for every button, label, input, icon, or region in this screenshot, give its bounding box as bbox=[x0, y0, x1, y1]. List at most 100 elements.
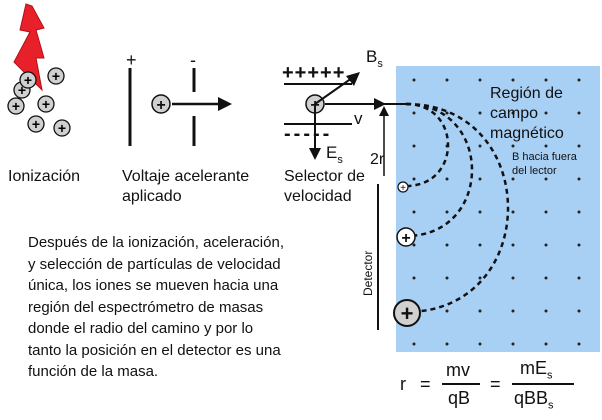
field-dot bbox=[478, 243, 482, 247]
field-dot bbox=[577, 111, 581, 115]
ion: + bbox=[27, 115, 45, 133]
description-line: Después de la ionización, aceleración, bbox=[28, 234, 284, 251]
ion: + bbox=[7, 97, 25, 115]
formula-den2: qBBs bbox=[514, 388, 554, 412]
field-dot bbox=[445, 342, 449, 346]
formula-num1: mv bbox=[446, 360, 470, 380]
field-dot bbox=[445, 243, 449, 247]
region-title-2: campo bbox=[490, 105, 538, 122]
field-dot bbox=[511, 276, 515, 280]
field-dot bbox=[445, 177, 449, 181]
radius-formula: r = mv qB = mEs qBBs bbox=[398, 358, 598, 418]
field-dot bbox=[544, 342, 548, 346]
bs-arrow bbox=[314, 77, 353, 105]
detector-label: Detector bbox=[361, 251, 375, 296]
acceleration-arrowhead bbox=[218, 97, 232, 111]
field-dot bbox=[577, 144, 581, 148]
lightning-bolt-icon bbox=[13, 3, 45, 92]
field-dot bbox=[445, 309, 449, 313]
description-line: tanto la posición en el detector es una bbox=[28, 341, 281, 359]
plus-sign: + bbox=[126, 50, 137, 70]
ion: + bbox=[19, 71, 37, 89]
field-dot bbox=[577, 210, 581, 214]
field-dot bbox=[412, 342, 416, 346]
trajectory-large bbox=[405, 102, 510, 314]
field-dot bbox=[445, 210, 449, 214]
description-line: función de la masa. bbox=[28, 363, 159, 380]
two-r-label: 2r bbox=[370, 151, 385, 168]
two-r-arrowhead bbox=[379, 106, 389, 116]
field-dot bbox=[478, 78, 482, 82]
svg-text:+: + bbox=[42, 96, 50, 112]
svg-text:+: + bbox=[310, 97, 319, 114]
field-dot bbox=[544, 276, 548, 280]
description-line: donde el radio del camino y por lo bbox=[28, 320, 254, 337]
field-dot bbox=[511, 177, 515, 181]
formula-bar-1 bbox=[442, 383, 480, 385]
region-title-1: Región de bbox=[490, 85, 563, 102]
b-note-2: del lector bbox=[512, 165, 557, 177]
svg-text:+: + bbox=[401, 230, 410, 247]
magnetic-field-region bbox=[396, 66, 600, 352]
formula-equals-2: = bbox=[490, 374, 501, 394]
svg-text:+: + bbox=[12, 98, 20, 114]
field-dot bbox=[511, 243, 515, 247]
field-dot bbox=[511, 78, 515, 82]
field-dot bbox=[412, 210, 416, 214]
formula-num2: mEs bbox=[520, 358, 553, 382]
field-dot bbox=[412, 243, 416, 247]
field-dot bbox=[511, 210, 515, 214]
field-dot bbox=[544, 78, 548, 82]
negative-plate-label: ----- bbox=[284, 123, 332, 145]
selector-label-2: velocidad bbox=[284, 188, 352, 205]
field-dot bbox=[478, 309, 482, 313]
field-dot bbox=[511, 342, 515, 346]
description-paragraph: Después de la ionización, aceleración, y… bbox=[28, 232, 348, 383]
trajectory-small bbox=[405, 102, 450, 188]
description-line: única, los iones se mueven hacia una bbox=[28, 277, 279, 294]
field-dot bbox=[511, 111, 515, 115]
field-dot bbox=[478, 111, 482, 115]
field-dot bbox=[445, 111, 449, 115]
formula-den1: qB bbox=[448, 388, 471, 408]
svg-text:+: + bbox=[400, 183, 406, 194]
field-dot bbox=[478, 342, 482, 346]
voltage-label-2: aplicado bbox=[122, 188, 182, 205]
field-dot bbox=[544, 309, 548, 313]
field-dot bbox=[511, 309, 515, 313]
description-line: y selección de partículas de velocidad bbox=[28, 255, 281, 273]
ion-medium: + bbox=[396, 227, 416, 247]
selector-label-1: Selector de bbox=[284, 168, 365, 185]
ion: + bbox=[47, 67, 65, 85]
formula-r: r bbox=[400, 374, 406, 394]
svg-text:+: + bbox=[32, 116, 40, 132]
svg-text:+: + bbox=[401, 301, 414, 326]
field-dot bbox=[478, 276, 482, 280]
field-dot bbox=[577, 342, 581, 346]
field-dot bbox=[445, 78, 449, 82]
field-dot bbox=[511, 144, 515, 148]
field-dot bbox=[478, 144, 482, 148]
field-dot bbox=[412, 78, 416, 82]
field-dot bbox=[412, 177, 416, 181]
voltage-label-1: Voltaje acelerante bbox=[122, 168, 249, 185]
minus-sign: - bbox=[190, 50, 196, 70]
positive-plate-label: +++++ bbox=[282, 62, 345, 84]
es-arrowhead bbox=[309, 148, 321, 160]
ion: + bbox=[53, 119, 71, 137]
field-dot bbox=[544, 111, 548, 115]
formula-bar-2 bbox=[512, 383, 574, 385]
field-dot bbox=[577, 78, 581, 82]
svg-text:+: + bbox=[24, 72, 32, 88]
bs-arrowhead bbox=[346, 72, 360, 86]
field-dot bbox=[544, 210, 548, 214]
field-dot bbox=[577, 243, 581, 247]
svg-text:+: + bbox=[52, 68, 60, 84]
field-dot bbox=[544, 177, 548, 181]
svg-text:+: + bbox=[58, 120, 66, 136]
formula-equals-1: = bbox=[420, 374, 431, 394]
es-label: Es bbox=[326, 143, 343, 166]
field-dot bbox=[577, 177, 581, 181]
field-dot bbox=[412, 144, 416, 148]
